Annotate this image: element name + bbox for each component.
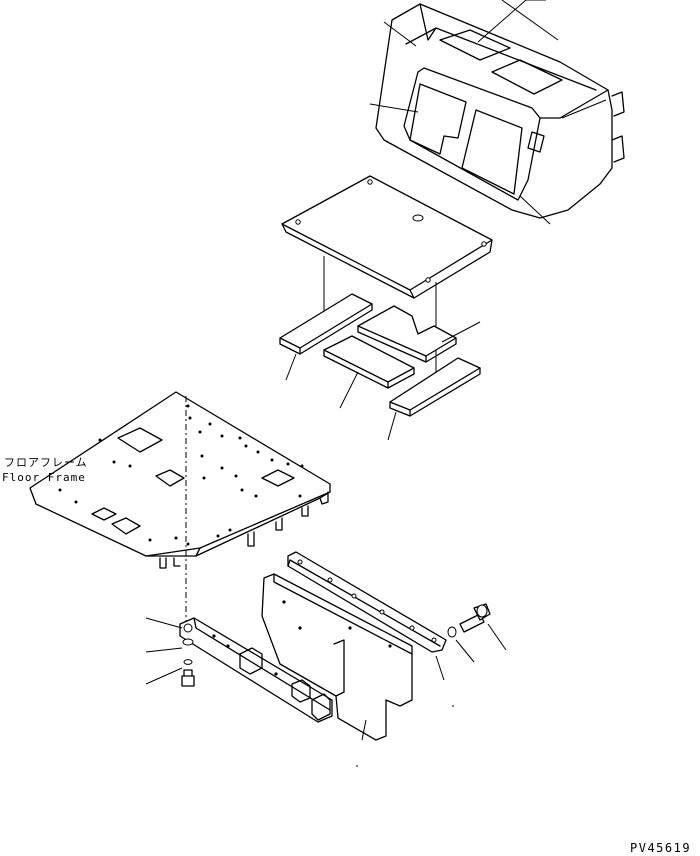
bolt-right <box>447 603 491 638</box>
side-panel <box>261 573 413 741</box>
floor-frame <box>29 391 331 569</box>
drawing-code: PV45619 <box>630 841 691 855</box>
mount-bracket <box>179 617 333 723</box>
leader-lines-console <box>369 0 607 225</box>
bolt-left <box>181 638 195 687</box>
leader-lines-pads <box>285 321 481 441</box>
pad-middle <box>323 335 415 389</box>
pad-left <box>279 293 373 355</box>
floor-frame-label-en: Floor Frame <box>2 471 86 484</box>
pad-notched <box>357 305 457 363</box>
base-plate <box>281 175 493 299</box>
floor-frame-label-jp: フロアフレーム <box>4 456 88 469</box>
leader-lines-lower <box>145 617 507 767</box>
console-box <box>375 3 625 219</box>
pad-right <box>389 357 481 417</box>
rail-strip <box>287 551 447 653</box>
